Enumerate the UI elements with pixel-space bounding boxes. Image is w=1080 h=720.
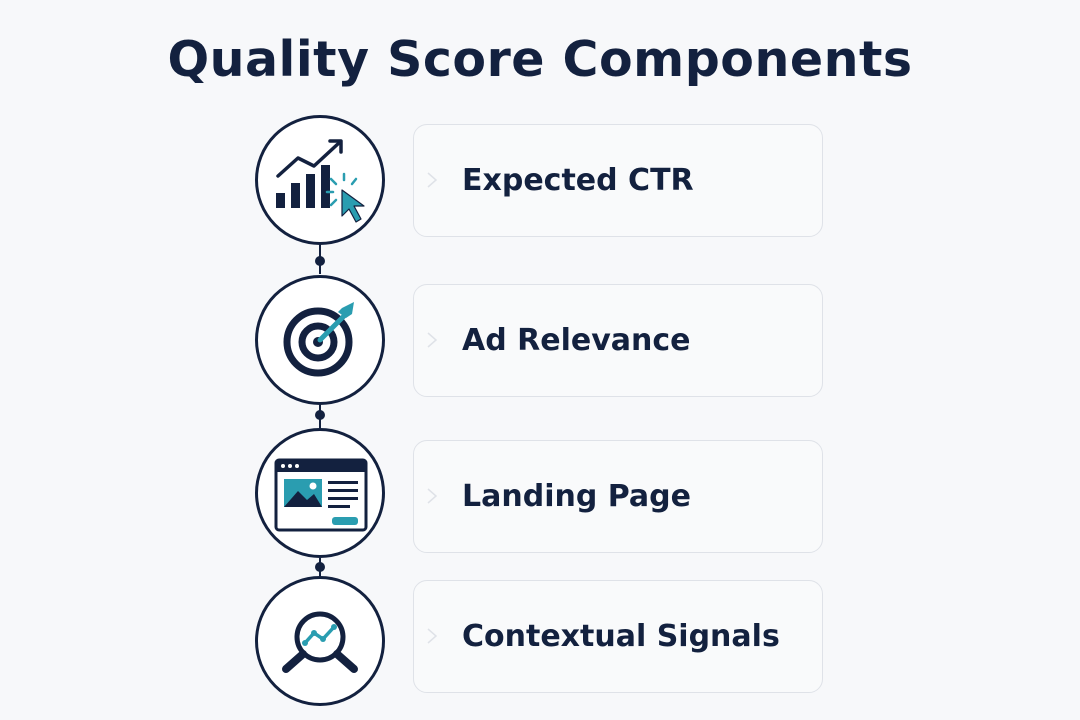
chart-cursor-icon xyxy=(255,115,385,245)
component-card-contextual-signals: Contextual Signals xyxy=(413,580,823,693)
component-label: Expected CTR xyxy=(462,162,694,198)
target-arrow-icon xyxy=(255,275,385,405)
connector-dot xyxy=(315,562,325,572)
magnifier-chart-icon xyxy=(255,576,385,706)
connector-dot xyxy=(315,410,325,420)
component-label: Ad Relevance xyxy=(462,322,691,358)
component-card-landing-page: Landing Page xyxy=(413,440,823,553)
page-title: Quality Score Components xyxy=(167,31,913,88)
component-card-ad-relevance: Ad Relevance xyxy=(413,284,823,397)
chevron-right-icon xyxy=(427,628,438,644)
component-label: Contextual Signals xyxy=(462,618,780,654)
chevron-right-icon xyxy=(427,488,438,504)
chevron-right-icon xyxy=(427,172,438,188)
component-label: Landing Page xyxy=(462,478,691,514)
connector-dot xyxy=(315,256,325,266)
chevron-right-icon xyxy=(427,332,438,348)
webpage-icon xyxy=(255,428,385,558)
component-card-expected-ctr: Expected CTR xyxy=(413,124,823,237)
